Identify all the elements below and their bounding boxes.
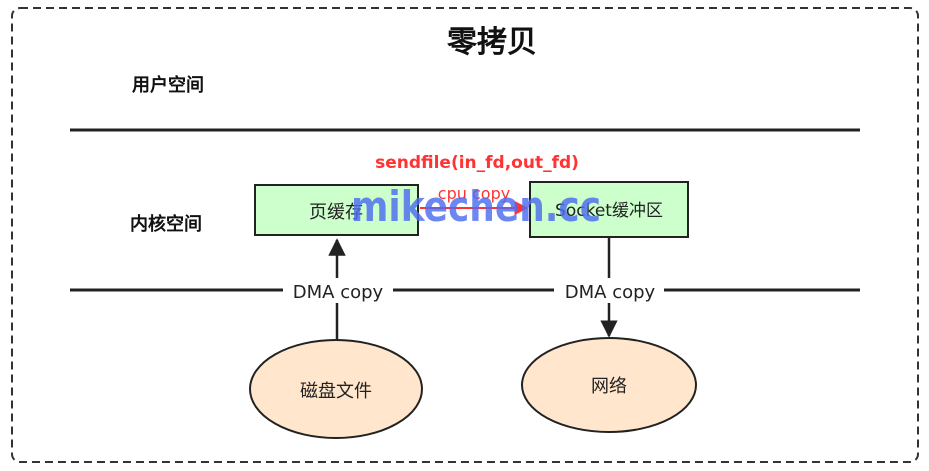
page-cache-label: 页缓存 — [309, 202, 363, 223]
cpu-copy-label: cpu copy — [438, 184, 510, 203]
sendfile-label: sendfile(in_fd,out_fd) — [375, 153, 579, 173]
diagram-title: 零拷贝 — [447, 25, 537, 60]
network-label: 网络 — [591, 376, 627, 397]
dma-copy-left-label: DMA copy — [293, 282, 384, 303]
disk-file-label: 磁盘文件 — [300, 381, 372, 402]
network-ellipse — [521, 337, 697, 433]
outer-frame — [11, 7, 919, 463]
dma-copy-right-label: DMA copy — [565, 282, 656, 303]
watermark-text: mikechen.cc — [351, 182, 601, 231]
kernel-space-label: 内核空间 — [130, 213, 202, 235]
page-cache-box — [254, 184, 419, 236]
socket-buffer-box — [529, 181, 689, 238]
disk-file-ellipse — [249, 339, 423, 439]
socket-buffer-label: Socket缓冲区 — [555, 201, 663, 221]
user-space-label: 用户空间 — [132, 74, 204, 96]
